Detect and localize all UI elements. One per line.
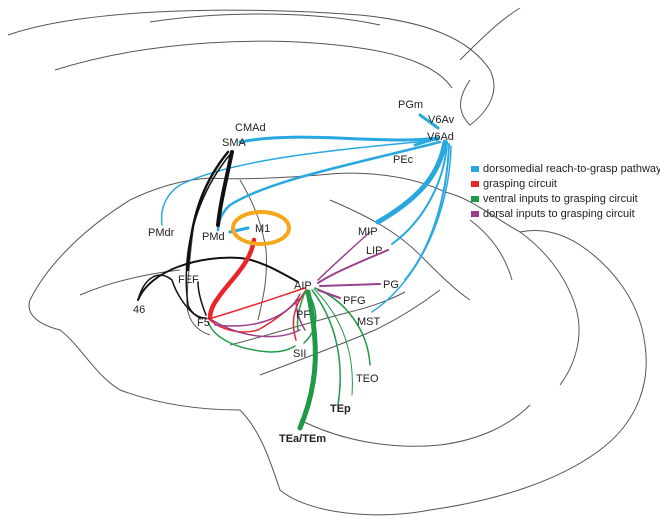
label-fef: FEF (178, 274, 199, 286)
label-f5: F5 (197, 317, 210, 329)
label-v6ad: V6Ad (427, 131, 454, 143)
46-to-aip (138, 258, 298, 300)
label-sii: SII (293, 348, 306, 360)
legend-swatch (471, 181, 479, 187)
label-pec: PEc (393, 154, 414, 166)
label-pfg: PFG (343, 295, 366, 307)
label-v6av: V6Av (428, 114, 455, 126)
label-lip: LIP (366, 245, 383, 257)
occipital-lobe-outline (520, 232, 579, 385)
legend-item-dorsomedial: dorsomedial reach-to-grasp pathway (471, 163, 660, 175)
label-pf: PF (296, 309, 310, 321)
label-pg: PG (383, 279, 399, 291)
legend-swatch (471, 196, 479, 202)
legend-label: ventral inputs to grasping circuit (483, 193, 638, 205)
label-aip: AIP (294, 280, 312, 292)
medial-inner-sulcus (150, 14, 380, 25)
legend-item-ventral: ventral inputs to grasping circuit (471, 193, 638, 205)
legend-swatch (471, 166, 479, 172)
f5-to-fef (198, 282, 206, 315)
cingulate-sulcus (55, 41, 452, 88)
label-sma: SMA (222, 137, 247, 149)
lateral-hemisphere-outline (29, 173, 646, 515)
v6ad-to-sma (240, 137, 438, 142)
label-teo: TEO (356, 373, 379, 385)
legend-swatch (471, 211, 479, 217)
occipital-top-outline (460, 8, 520, 60)
label-pmd: PMd (202, 231, 225, 243)
pg-to-aip (320, 284, 380, 286)
brain-outlines (8, 8, 646, 515)
mip-to-aip (318, 232, 370, 280)
aip-to-f5-purple (215, 294, 300, 326)
legend-label: dorsal inputs to grasping circuit (483, 208, 635, 220)
label-46: 46 (133, 304, 145, 316)
grasping-circuit-connections (210, 240, 306, 340)
f5-to-aip (212, 288, 305, 318)
legend: dorsomedial reach-to-grasp pathway grasp… (471, 163, 660, 220)
legend-label: grasping circuit (483, 178, 557, 190)
lunate-sulcus (470, 220, 512, 280)
label-mst: MST (357, 316, 381, 328)
legend-label: dorsomedial reach-to-grasp pathway (483, 163, 660, 175)
legend-item-dorsal: dorsal inputs to grasping circuit (471, 208, 635, 220)
label-cmad: CMAd (235, 122, 266, 134)
label-m1: M1 (255, 223, 270, 235)
label-mip: MIP (358, 226, 378, 238)
label-pgm: PGm (398, 99, 423, 111)
legend-item-grasping: grasping circuit (471, 178, 557, 190)
label-tep: TEp (330, 403, 351, 415)
label-team: TEa/TEm (279, 433, 326, 445)
label-pmdr: PMdr (148, 227, 175, 239)
